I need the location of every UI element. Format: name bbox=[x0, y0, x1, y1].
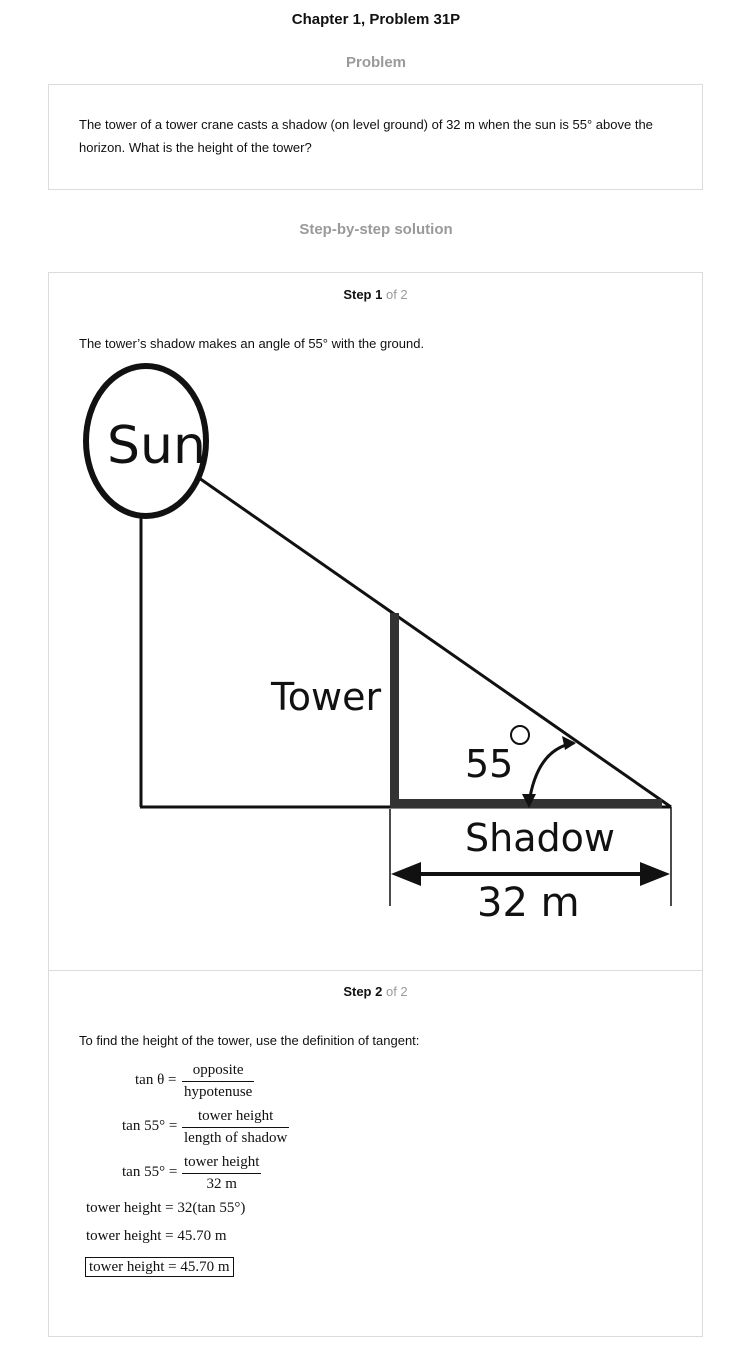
page-title: Chapter 1, Problem 31P bbox=[291, 11, 461, 28]
solution-box: Step 1 of 2 The tower’s shadow makes an … bbox=[48, 272, 703, 1337]
angle-arrowhead-bottom bbox=[522, 794, 536, 808]
step-1-heading: Step 1 of 2 bbox=[49, 287, 702, 302]
step-2-heading: Step 2 of 2 bbox=[49, 984, 702, 999]
dimension-arrow-right bbox=[640, 862, 670, 886]
tower-label: Tower bbox=[270, 675, 381, 719]
eq2-lhs: tan 55° = bbox=[122, 1118, 178, 1134]
angle-arrowhead-top bbox=[562, 736, 576, 750]
eq2-numerator: tower height bbox=[197, 1108, 274, 1124]
eq3-fraction: tower height 32 m bbox=[182, 1154, 262, 1193]
eq4: tower height = 32(tan 55°) bbox=[86, 1200, 246, 1216]
eq5: tower height = 45.70 m bbox=[86, 1228, 227, 1244]
step-1-text: The tower’s shadow makes an angle of 55°… bbox=[79, 336, 425, 351]
step-1-count: of 2 bbox=[385, 287, 408, 302]
sun-label: Sun bbox=[107, 416, 206, 476]
step-2-count: of 2 bbox=[385, 984, 408, 999]
final-answer-box: tower height = 45.70 m bbox=[85, 1257, 234, 1277]
problem-heading: Problem bbox=[345, 54, 406, 71]
eq1-fraction: opposite hypotenuse bbox=[182, 1062, 255, 1101]
step-1-label: Step 1 bbox=[343, 287, 383, 302]
eq3-lhs: tan 55° = bbox=[122, 1164, 178, 1180]
shadow-label: Shadow bbox=[465, 816, 615, 860]
step-2-label: Step 2 bbox=[343, 984, 383, 999]
eq3-numerator: tower height bbox=[184, 1154, 260, 1170]
step-divider bbox=[49, 970, 702, 971]
angle-label: 55 bbox=[465, 742, 513, 786]
eq2-denominator: length of shadow bbox=[182, 1127, 290, 1147]
eq1-numerator: opposite bbox=[192, 1062, 244, 1078]
final-answer: tower height = 45.70 m bbox=[85, 1257, 234, 1277]
dimension-arrow-left bbox=[391, 862, 421, 886]
problem-text: The tower of a tower crane casts a shado… bbox=[79, 117, 653, 155]
problem-box: The tower of a tower crane casts a shado… bbox=[48, 84, 703, 190]
eq3-denominator: 32 m bbox=[182, 1173, 262, 1193]
shadow-bar bbox=[390, 799, 662, 808]
length-label: 32 m bbox=[477, 880, 580, 926]
sun-ray-line bbox=[198, 476, 672, 809]
tower-bar bbox=[390, 613, 399, 808]
eq2-fraction: tower height length of shadow bbox=[182, 1108, 290, 1147]
solution-heading: Step-by-step solution bbox=[299, 221, 453, 238]
sun-circle bbox=[83, 363, 209, 519]
degree-symbol bbox=[510, 725, 530, 745]
tower-shadow-figure: Sun Tower 55 Shadow 32 m bbox=[83, 363, 672, 926]
eq1-denominator: hypotenuse bbox=[182, 1081, 255, 1101]
eq1-lhs: tan θ = bbox=[135, 1072, 177, 1088]
step-2-text: To find the height of the tower, use the… bbox=[79, 1033, 420, 1048]
